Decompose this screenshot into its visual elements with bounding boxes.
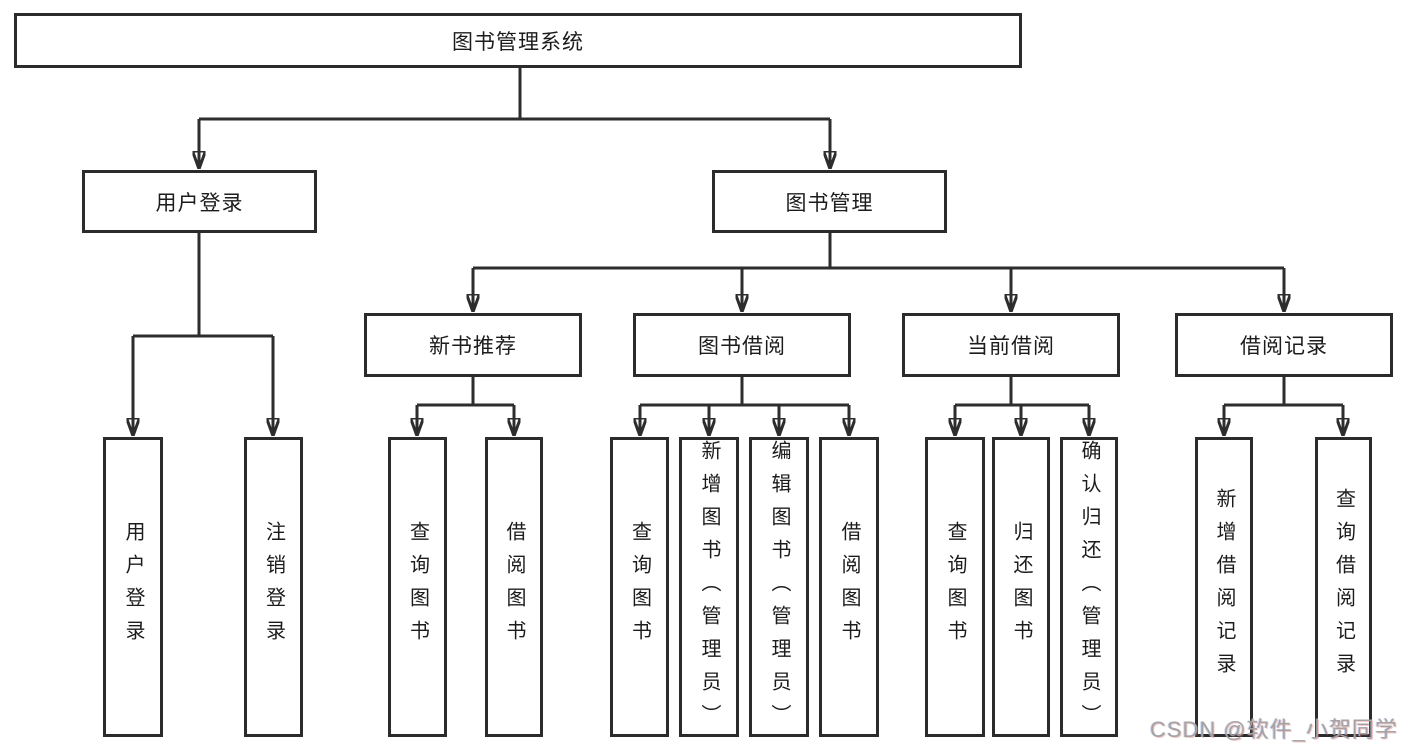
node-new-book-recommend: 新书推荐 xyxy=(364,313,582,377)
leaf-borrow-book-under-recommend: 借阅图书 xyxy=(485,437,543,737)
node-book-management-system: 图书管理系统 xyxy=(14,13,1022,68)
leaf-query-book-under-borrow: 查询图书 xyxy=(610,437,669,737)
csdn-watermark: CSDN @软件_小贺同学 xyxy=(1149,717,1398,742)
leaf-user-login: 用户登录 xyxy=(103,437,163,737)
node-label: 编辑图书（管理员） xyxy=(768,440,790,737)
node-label: 新增图书（管理员） xyxy=(698,440,720,737)
node-label: 归还图书 xyxy=(1010,521,1032,653)
connector-root-to-level2 xyxy=(199,68,830,167)
leaf-query-book-under-current: 查询图书 xyxy=(925,437,985,737)
connector-book-mgmt-to-level3 xyxy=(473,233,1284,310)
node-label: 注销登录 xyxy=(262,521,285,653)
leaf-confirm-return-admin: 确认归还（管理员） xyxy=(1060,437,1118,737)
node-current-borrow: 当前借阅 xyxy=(902,313,1120,377)
leaf-query-book-under-recommend: 查询图书 xyxy=(388,437,447,737)
leaf-return-book: 归还图书 xyxy=(992,437,1050,737)
connector-new-book-recommend-to-leaves xyxy=(417,377,514,434)
node-label: 新书推荐 xyxy=(429,335,517,358)
node-book-management: 图书管理 xyxy=(712,170,947,233)
connector-user-login-to-leaves xyxy=(133,233,273,434)
leaf-add-book-admin: 新增图书（管理员） xyxy=(679,437,739,737)
node-label: 图书借阅 xyxy=(698,335,786,358)
leaf-logout: 注销登录 xyxy=(244,437,303,737)
node-label: 图书管理系统 xyxy=(452,30,584,54)
connector-book-borrow-to-leaves xyxy=(640,377,849,434)
node-label: 图书管理 xyxy=(785,191,874,215)
node-label: 借阅记录 xyxy=(1240,335,1328,358)
node-label: 用户登录 xyxy=(122,521,144,653)
leaf-query-borrow-record: 查询借阅记录 xyxy=(1315,437,1372,737)
node-label: 借阅图书 xyxy=(838,521,860,653)
leaf-edit-book-admin: 编辑图书（管理员） xyxy=(749,437,809,737)
connector-current-borrow-to-leaves xyxy=(955,377,1089,434)
node-label: 用户登录 xyxy=(155,191,244,215)
node-book-borrow: 图书借阅 xyxy=(633,313,851,377)
connector-borrow-records-to-leaves xyxy=(1224,377,1343,434)
node-label: 查询图书 xyxy=(406,521,429,653)
node-label: 确认归还（管理员） xyxy=(1078,440,1100,737)
node-borrow-records: 借阅记录 xyxy=(1175,313,1393,377)
node-user-login: 用户登录 xyxy=(82,170,317,233)
node-label: 借阅图书 xyxy=(503,521,525,653)
node-label: 查询图书 xyxy=(628,521,651,653)
leaf-add-borrow-record: 新增借阅记录 xyxy=(1195,437,1253,737)
leaf-borrow-book-under-borrow: 借阅图书 xyxy=(819,437,879,737)
node-label: 当前借阅 xyxy=(967,335,1055,358)
node-label: 查询图书 xyxy=(944,521,966,653)
node-label: 查询借阅记录 xyxy=(1332,488,1355,686)
node-label: 新增借阅记录 xyxy=(1213,488,1235,686)
